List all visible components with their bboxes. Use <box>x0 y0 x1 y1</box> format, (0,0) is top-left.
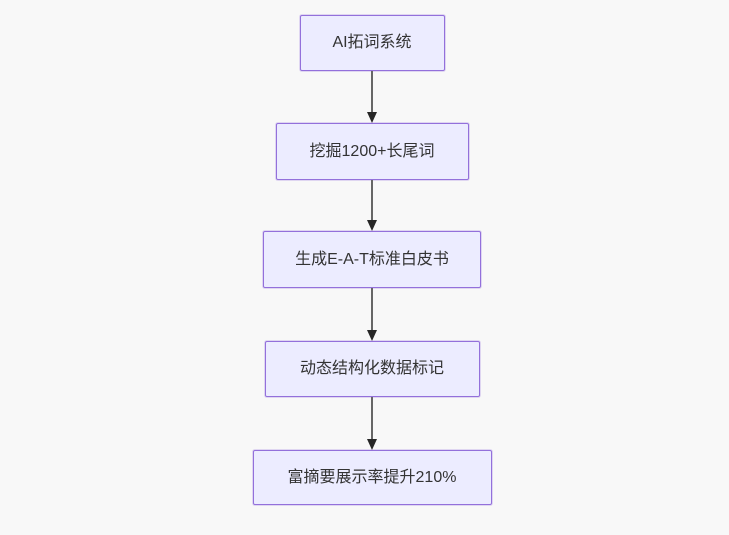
flow-node-label: AI拓词系统 <box>332 34 412 52</box>
flow-node: 富摘要展示率提升210% <box>252 450 492 505</box>
flow-node-label: 挖掘1200+长尾词 <box>309 142 435 160</box>
flow-node: AI拓词系统 <box>299 15 445 71</box>
arrowhead-down-icon <box>367 112 377 123</box>
edge-line <box>371 180 373 221</box>
flow-node-label: 动态结构化数据标记 <box>299 360 444 378</box>
flow-edge-arrow <box>366 180 378 231</box>
flow-node: 生成E-A-T标准白皮书 <box>263 231 481 288</box>
arrowhead-down-icon <box>367 439 377 450</box>
flow-node: 动态结构化数据标记 <box>264 341 480 397</box>
arrowhead-down-icon <box>367 330 377 341</box>
flow-node: 挖掘1200+长尾词 <box>275 123 469 180</box>
edge-line <box>371 71 373 113</box>
flow-edge-arrow <box>366 397 378 450</box>
arrowhead-down-icon <box>367 220 377 231</box>
flow-edge-arrow <box>366 71 378 123</box>
flow-node-label: 富摘要展示率提升210% <box>287 468 457 486</box>
flow-edge-arrow <box>366 288 378 341</box>
edge-line <box>371 397 373 440</box>
edge-line <box>371 288 373 331</box>
flow-node-label: 生成E-A-T标准白皮书 <box>295 250 449 268</box>
